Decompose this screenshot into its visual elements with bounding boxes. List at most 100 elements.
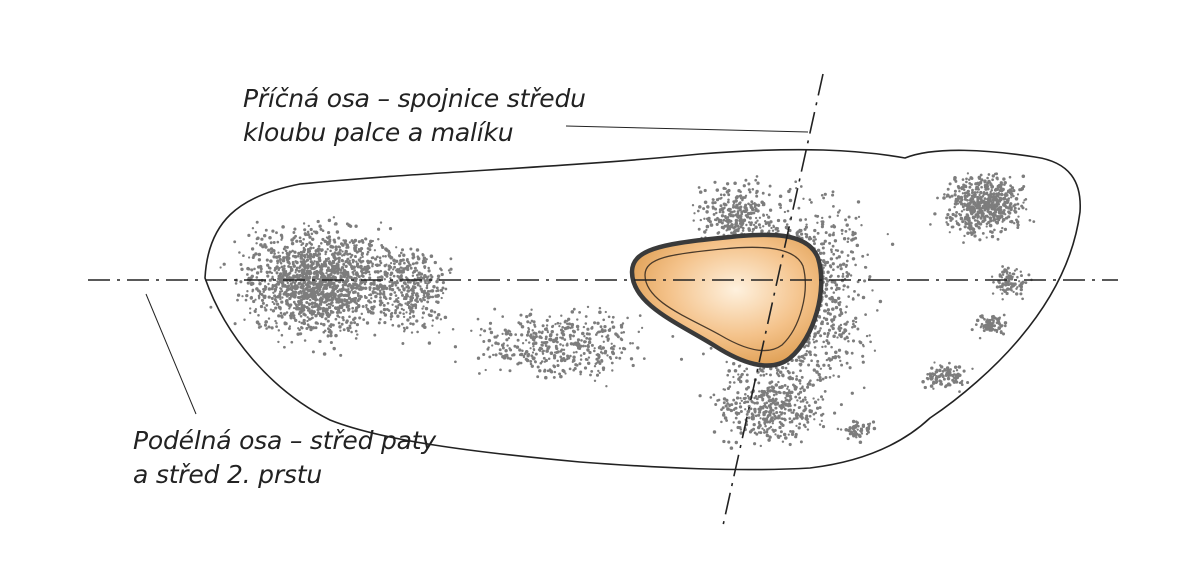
stipple-dot <box>302 238 305 241</box>
stipple-dot <box>396 269 400 274</box>
stipple-dot <box>785 225 789 229</box>
stipple-dot <box>564 319 567 322</box>
stipple-dot <box>368 260 373 264</box>
stipple-dot <box>719 193 723 196</box>
stipple-dot <box>958 189 961 193</box>
stipple-dot <box>355 302 359 305</box>
stipple-dot <box>331 259 334 263</box>
stipple-dot <box>364 237 368 241</box>
stipple-dot <box>257 258 262 262</box>
stipple-dot <box>316 219 320 224</box>
stipple-dot <box>334 307 338 311</box>
stipple-dot <box>332 216 336 219</box>
stipple-dot <box>399 251 403 255</box>
stipple-dot <box>398 311 402 315</box>
stipple-dot <box>833 239 838 243</box>
stipple-dot <box>400 322 404 326</box>
stipple-dot <box>709 346 713 350</box>
stipple-dot <box>350 289 353 292</box>
stipple-dot <box>520 333 524 337</box>
stipple-dot <box>411 252 415 257</box>
stipple-dot <box>769 402 773 406</box>
stipple-dot <box>257 314 260 317</box>
stipple-dot <box>767 438 771 442</box>
stipple-dot <box>988 205 992 209</box>
stipple-dot <box>307 249 311 253</box>
stipple-dot <box>821 246 825 250</box>
stipple-dot <box>285 256 288 259</box>
stipple-dot <box>586 361 591 366</box>
stipple-dot <box>333 254 336 257</box>
stipple-dot <box>813 346 817 349</box>
stipple-dot <box>799 364 802 367</box>
stipple-dot <box>335 230 340 234</box>
stipple-dot <box>955 221 960 226</box>
stipple-dot <box>728 227 732 231</box>
stipple-dot <box>561 358 564 361</box>
stipple-dot <box>391 303 394 306</box>
stipple-dot <box>310 312 314 316</box>
stipple-dot <box>956 195 961 199</box>
stipple-dot <box>744 203 748 207</box>
stipple-dot <box>980 185 983 189</box>
stipple-dot <box>292 254 295 258</box>
stipple-dot <box>769 425 773 429</box>
stipple-dot <box>305 326 309 331</box>
stipple-dot <box>739 197 743 200</box>
stipple-dot <box>995 218 999 221</box>
stipple-dot <box>247 276 251 280</box>
stipple-dot <box>1010 196 1013 199</box>
stipple-dot <box>366 247 370 250</box>
stipple-dot <box>856 293 860 297</box>
stipple-dot <box>703 230 707 234</box>
stipple-dot <box>422 259 426 262</box>
stipple-dot <box>839 359 842 363</box>
stipple-dot <box>596 331 599 335</box>
stipple-dot <box>386 301 390 305</box>
stipple-dot <box>393 291 397 294</box>
stipple-dot <box>991 174 995 178</box>
stipple-dot <box>331 286 335 290</box>
stipple-dot <box>404 302 407 305</box>
stipple-dot <box>252 253 256 258</box>
stipple-dot <box>856 280 860 284</box>
stipple-dot <box>621 322 625 325</box>
stipple-dot <box>307 307 311 311</box>
stipple-dot <box>308 271 312 274</box>
stipple-dot <box>530 308 533 311</box>
stipple-dot <box>719 197 722 200</box>
stipple-dot <box>726 373 730 377</box>
stipple-dot <box>425 278 430 282</box>
stipple-dot <box>959 216 964 221</box>
stipple-dot <box>777 380 780 384</box>
stipple-dot <box>368 286 372 290</box>
stipple-dot <box>560 336 564 340</box>
stipple-dot <box>839 323 843 327</box>
stipple-dot <box>833 280 837 284</box>
stipple-dot <box>611 369 614 372</box>
stipple-dot <box>352 282 355 285</box>
stipple-dot <box>779 434 782 438</box>
stipple-dot <box>963 194 967 199</box>
stipple-dot <box>314 313 318 318</box>
stipple-dot <box>798 379 802 383</box>
stipple-dot <box>554 322 557 326</box>
stipple-dot <box>942 196 946 200</box>
stipple-dot <box>342 274 347 279</box>
stipple-dot <box>572 307 576 311</box>
stipple-dot <box>986 176 989 180</box>
stipple-dot <box>273 266 277 270</box>
stipple-dot <box>963 203 967 207</box>
stipple-dot <box>371 262 374 265</box>
stipple-dot <box>745 373 749 377</box>
stipple-dot <box>816 214 820 218</box>
stipple-dot <box>403 330 406 333</box>
stipple-dot <box>394 309 398 312</box>
stipple-dot <box>320 281 324 284</box>
stipple-dot <box>610 342 613 345</box>
stipple-dot <box>984 214 988 218</box>
stipple-dot <box>609 357 613 360</box>
stipple-dot <box>279 260 282 264</box>
stipple-dot <box>819 327 822 330</box>
stipple-dot <box>447 269 451 272</box>
